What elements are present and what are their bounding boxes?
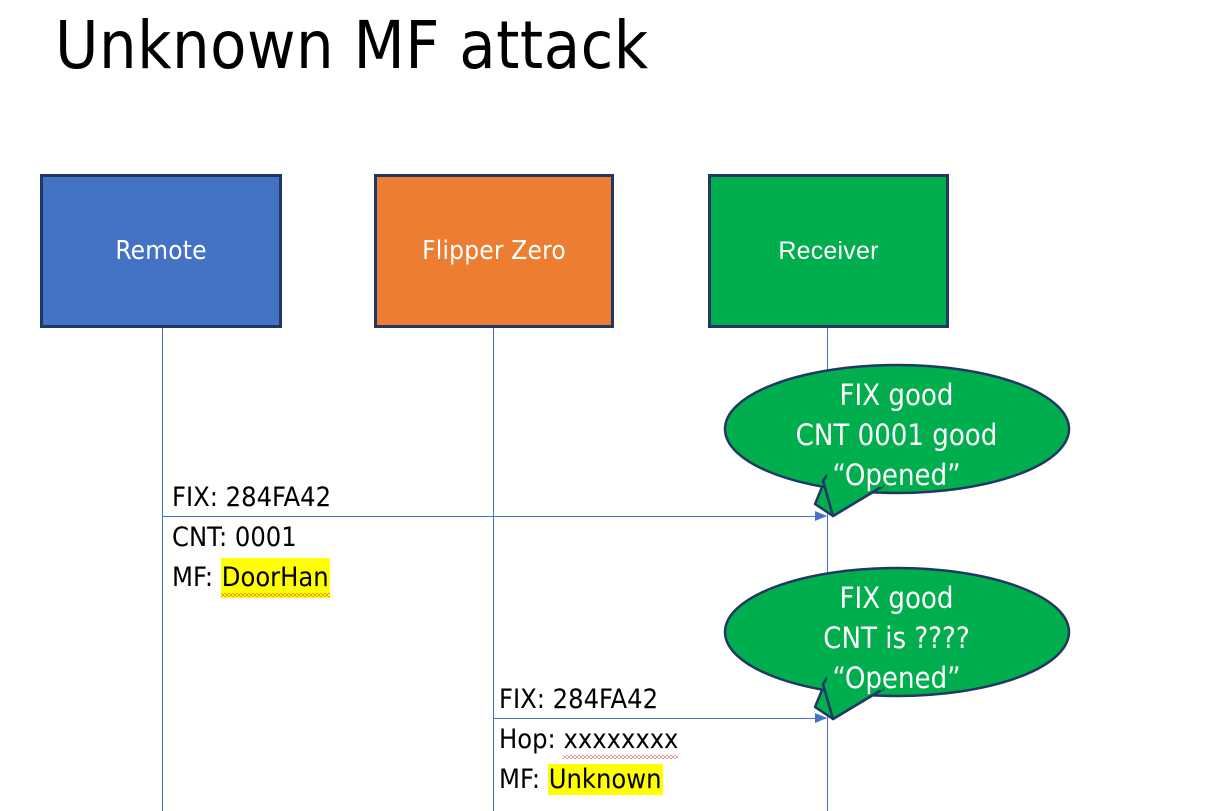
speech-bubble-shape-2 — [723, 566, 1071, 721]
actor-box-remote[interactable]: Remote — [40, 174, 282, 328]
message-2-line-2-value: xxxxxxxx — [563, 720, 678, 760]
message-2-body: Hop: xxxxxxxx MF: Unknown — [499, 720, 678, 800]
speech-bubble-receiver-response-1[interactable]: FIX good CNT 0001 good “Opened” — [723, 363, 1075, 523]
message-arrow-flipper-to-receiver — [494, 713, 827, 723]
speech-bubble-shape-1 — [723, 363, 1071, 518]
message-2-line-1: FIX: 284FA42 — [499, 684, 659, 715]
actor-box-receiver[interactable]: Receiver — [708, 174, 949, 328]
message-2-line-3: MF: Unknown — [499, 760, 678, 800]
actor-label-flipper: Flipper Zero — [422, 236, 566, 266]
speech-bubble-receiver-response-2[interactable]: FIX good CNT is ???? “Opened” — [723, 566, 1075, 726]
message-1-line-3-value: DoorHan — [220, 558, 330, 598]
message-1-line-3-prefix: MF: — [172, 562, 221, 593]
message-1-body: CNT: 0001 MF: DoorHan — [172, 518, 330, 598]
message-2-line-2-prefix: Hop: — [499, 724, 564, 755]
message-2-line-2: Hop: xxxxxxxx — [499, 720, 678, 760]
message-2-line-3-value: Unknown — [547, 764, 663, 795]
message-2-line-3-prefix: MF: — [499, 764, 548, 795]
lifeline-flipper — [493, 328, 494, 811]
actor-label-remote: Remote — [115, 236, 207, 266]
actor-label-receiver: Receiver — [778, 236, 879, 265]
message-1-line-1: FIX: 284FA42 — [172, 482, 332, 513]
message-arrow-remote-to-receiver — [163, 511, 827, 521]
page-title: Unknown MF attack — [55, 7, 649, 84]
actor-box-flipper[interactable]: Flipper Zero — [374, 174, 614, 328]
message-1-line-3: MF: DoorHan — [172, 558, 330, 598]
message-1-line-2: CNT: 0001 — [172, 522, 297, 553]
lifeline-receiver — [827, 328, 828, 811]
lifeline-remote — [162, 328, 163, 811]
